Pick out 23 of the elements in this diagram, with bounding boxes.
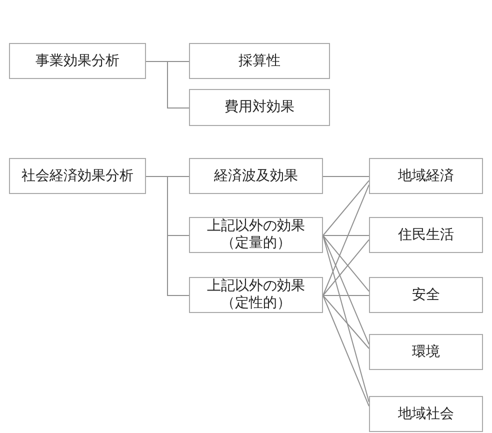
category-box: 安全: [369, 277, 483, 313]
category-box: 社会経済効果分析: [9, 158, 146, 194]
category-box: 住民生活: [369, 217, 483, 253]
category-box: 費用対効果: [189, 89, 330, 126]
connector-line: [322, 295, 370, 407]
connector-line: [322, 295, 370, 349]
connector-line: [322, 184, 370, 296]
connector-line: [146, 176, 190, 296]
connector-line: [322, 295, 370, 296]
category-box: 採算性: [189, 43, 330, 79]
category-box: 地域社会: [369, 396, 483, 432]
category-box: 環境: [369, 334, 483, 370]
category-box: 上記以外の効果（定性的）: [189, 277, 323, 313]
category-box: 地域経済: [369, 158, 483, 194]
category-box: 経済波及効果: [189, 158, 323, 194]
connector-line: [322, 235, 370, 402]
connector-line: [322, 180, 370, 236]
category-box: 事業効果分析: [9, 43, 146, 79]
connector-line: [322, 176, 370, 177]
connector-line: [146, 61, 190, 108]
connector-line: [322, 235, 370, 236]
category-box: 上記以外の効果（定量的）: [189, 217, 323, 253]
connector-line: [322, 235, 370, 345]
